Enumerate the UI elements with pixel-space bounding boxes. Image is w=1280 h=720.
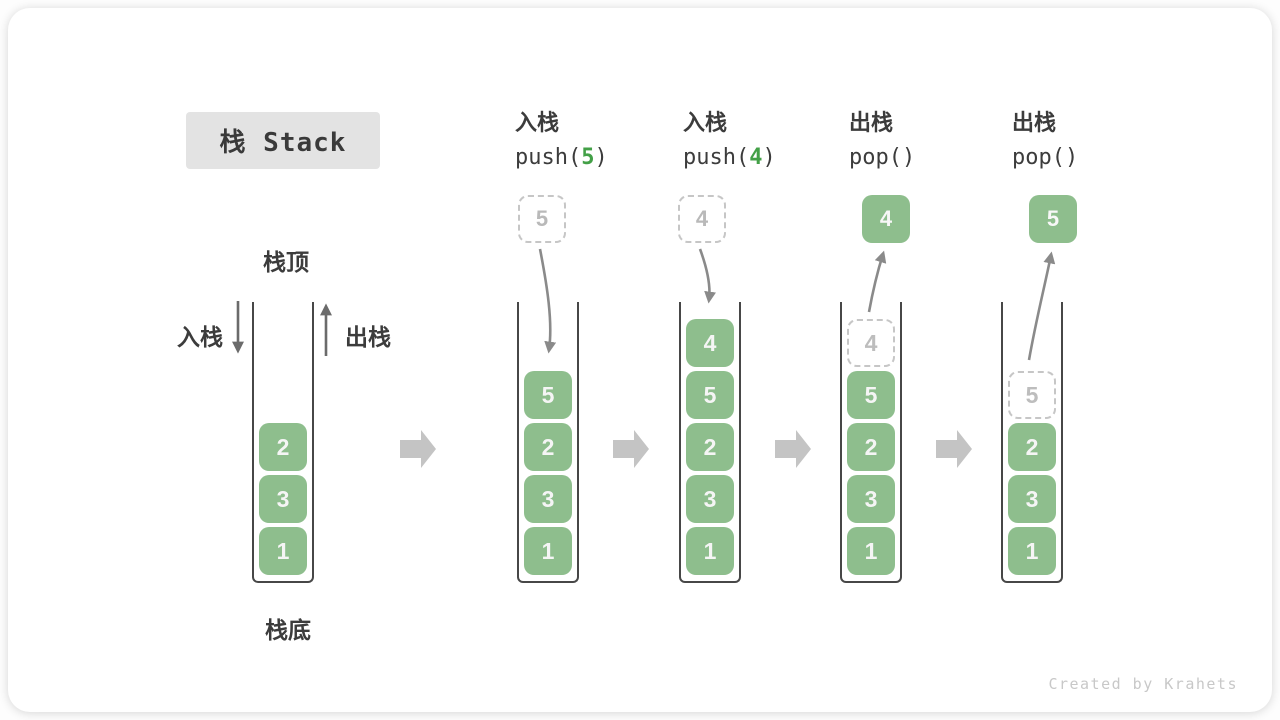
stack-cell-ghost: 4 [847,319,895,367]
stack-cell: 3 [524,475,572,523]
popped-element-5: 5 [1029,195,1077,243]
incoming-element-5: 5 [518,195,566,243]
stack-initial: 2 3 1 [252,302,314,583]
code-arg: 5 [581,145,595,170]
push-4-arrow [698,248,717,304]
stack-top-label: 栈顶 [263,249,309,275]
code-post: ) [594,145,608,170]
stack-after-push-4: 4 5 2 3 1 [679,302,741,583]
op-label: 入栈 [515,110,560,135]
step-arrow-icon [936,430,972,468]
stack-cell: 2 [259,423,307,471]
stack-cell: 3 [847,475,895,523]
stack-cell-ghost: 5 [1008,371,1056,419]
stack-cell: 2 [1008,423,1056,471]
stack-cell: 2 [847,423,895,471]
stack-cell: 5 [847,371,895,419]
op-code: push(5) [515,140,608,176]
code-pre: pop() [849,145,916,170]
stack-cell: 5 [686,371,734,419]
push-in-label: 入栈 [177,324,223,350]
step-arrow-icon [775,430,811,468]
stack-cell: 3 [686,475,734,523]
stack-after-pop-5: 5 2 3 1 [1001,302,1063,583]
op-label: 出栈 [849,110,894,135]
op-label: 入栈 [683,110,728,135]
diagram-title: 栈 Stack [186,112,380,169]
code-pre: push( [683,145,750,170]
code-pre: push( [515,145,582,170]
diagram-title-text: 栈 Stack [219,128,347,158]
stack-after-pop-4: 4 5 2 3 1 [840,302,902,583]
op-code: pop() [1012,140,1078,176]
stack-cell: 4 [686,319,734,367]
op-code: push(4) [683,140,776,176]
op-label: 出栈 [1012,110,1057,135]
code-arg: 4 [749,145,763,170]
stack-cell: 1 [1008,527,1056,575]
stack-cell: 5 [524,371,572,419]
stack-after-push-5: 5 2 3 1 [517,302,579,583]
stack-cell: 1 [847,527,895,575]
code-post: ) [762,145,776,170]
stack-cell: 1 [259,527,307,575]
stack-cell: 1 [686,527,734,575]
header-push-5: 入栈 push(5) [515,106,608,176]
op-code: pop() [849,140,915,176]
stack-cell: 3 [1008,475,1056,523]
stack-bottom-label: 栈底 [265,617,311,643]
code-pre: pop() [1012,145,1079,170]
incoming-element-4: 4 [678,195,726,243]
stack-cell: 2 [524,423,572,471]
header-pop-5: 出栈 pop() [1012,106,1078,176]
step-arrow-icon [613,430,649,468]
watermark: Created by Krahets [1048,675,1238,693]
popped-element-4: 4 [862,195,910,243]
step-arrow-icon [400,430,436,468]
stack-cell: 2 [686,423,734,471]
stack-cell: 3 [259,475,307,523]
header-push-4: 入栈 push(4) [683,106,776,176]
stack-cell: 1 [524,527,572,575]
pop-out-label: 出栈 [345,324,391,350]
header-pop-4: 出栈 pop() [849,106,915,176]
